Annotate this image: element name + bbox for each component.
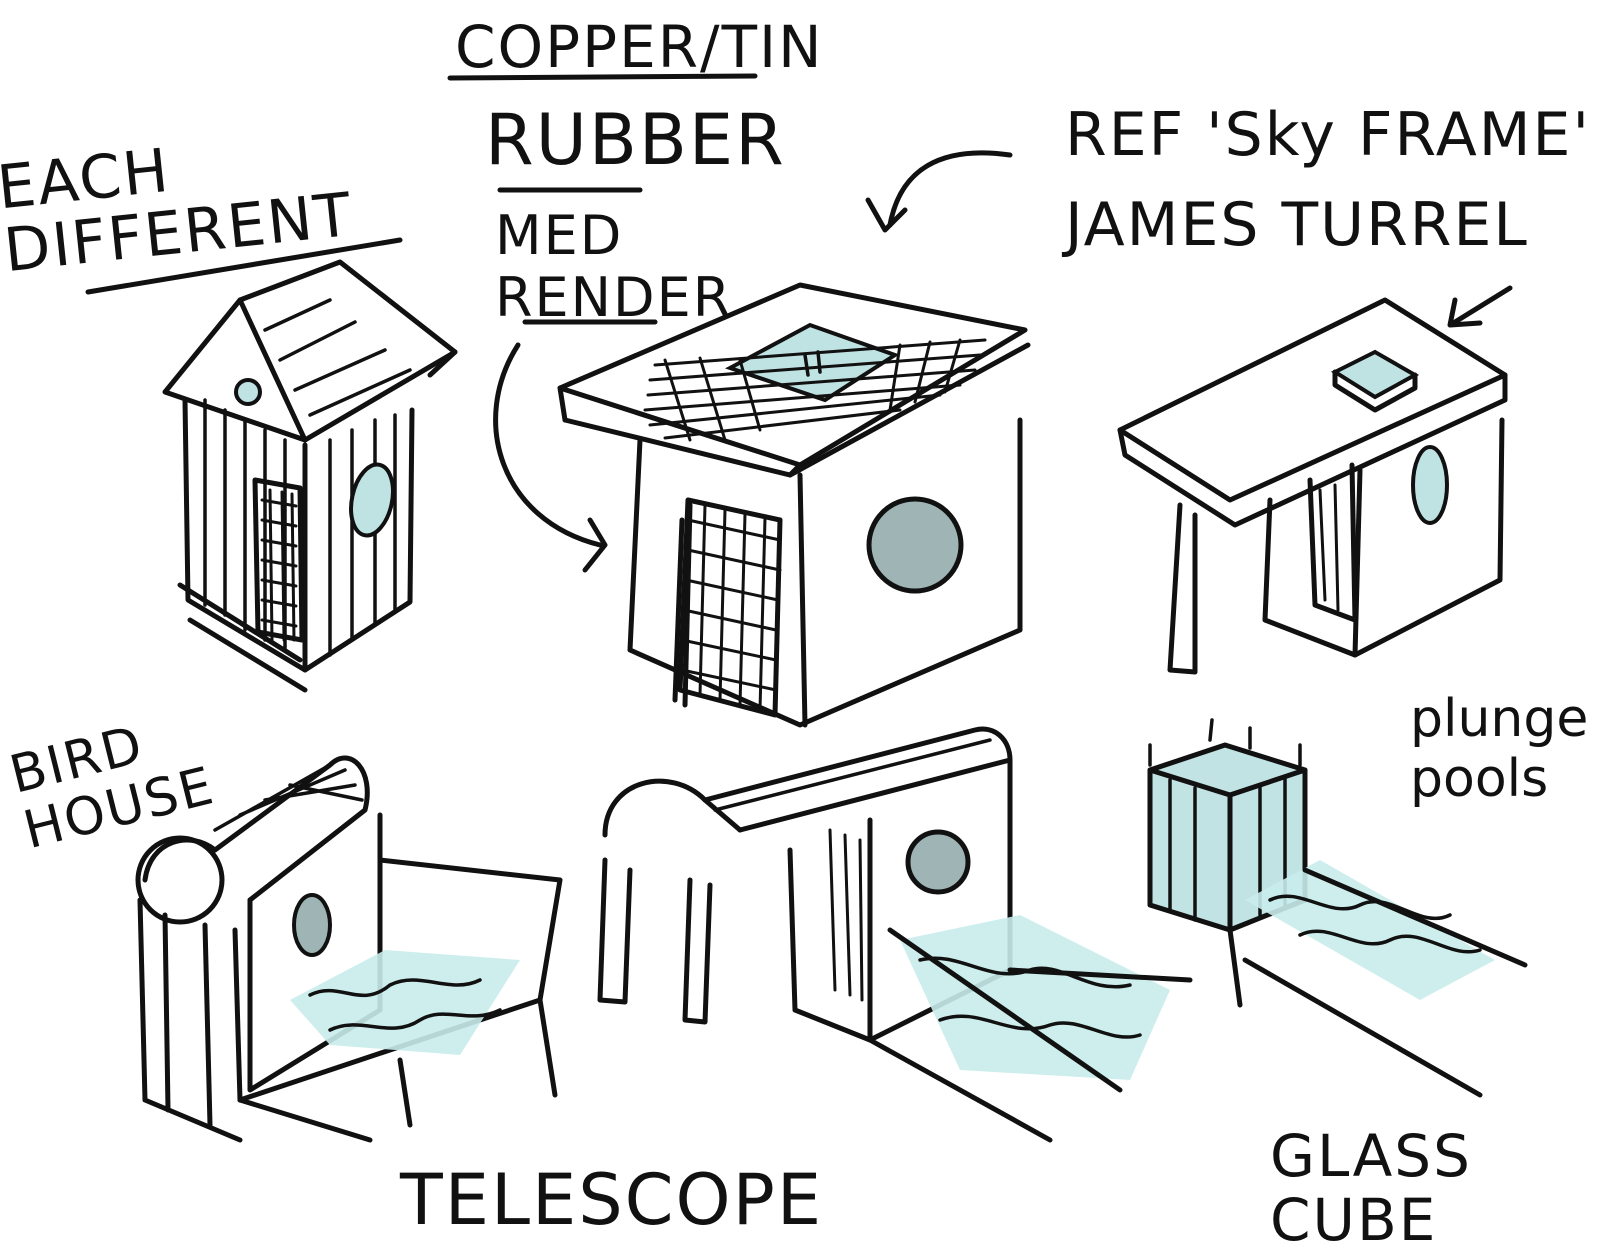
- bird-house-sketch: [135, 755, 563, 1143]
- annotation-james-turrel: JAMES TURREL: [1065, 190, 1529, 260]
- annotation-ref-sky-frame: REF 'Sky FRAME': [1065, 100, 1591, 170]
- annotation-rubber: RUBBER: [485, 99, 786, 181]
- pitched-roof-cabin-sketch: [162, 259, 458, 693]
- rubber-roof-cube-sketch: [493, 150, 1031, 728]
- annotation-plunge-pools: plunge pools: [1410, 689, 1589, 809]
- annotation-copper-tin: COPPER/TIN: [455, 13, 824, 81]
- annotation-telescope: TELESCOPE: [400, 1159, 824, 1241]
- sky-frame-pavilion-sketch: [1117, 285, 1513, 675]
- telescope-sketch: [597, 726, 1193, 1143]
- glass-cube-sketch: [1147, 718, 1528, 1098]
- annotation-glass-cube: GLASS CUBE: [1270, 1122, 1472, 1254]
- annotation-med-render: MED RENDER: [495, 204, 733, 330]
